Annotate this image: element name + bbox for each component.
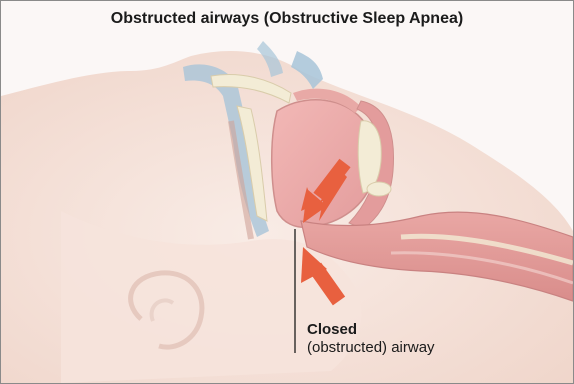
callout-line-2: (obstructed) airway: [307, 339, 435, 357]
diagram-title: Obstructed airways (Obstructive Sleep Ap…: [1, 10, 573, 28]
airway-callout: Closed (obstructed) airway: [307, 321, 435, 357]
callout-line-1: Closed: [307, 321, 435, 339]
